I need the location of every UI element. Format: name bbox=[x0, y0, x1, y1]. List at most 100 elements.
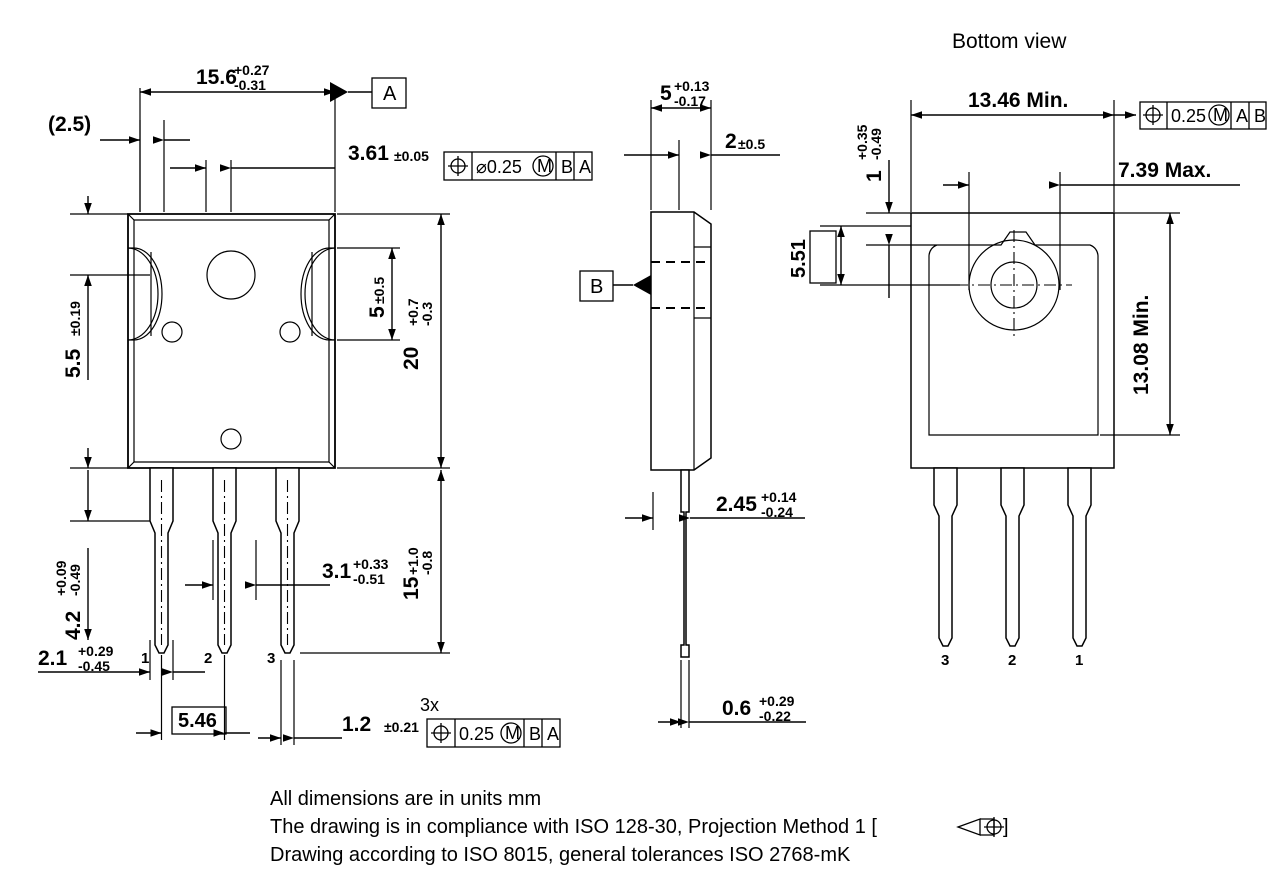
note-tolerance: Drawing according to ISO 8015, general t… bbox=[270, 844, 851, 866]
dim-side-lead-thick-lower-tol-lower: -0.22 bbox=[759, 708, 791, 724]
dim-bottom-edge-top-value: 1 bbox=[863, 170, 886, 182]
fcf-front-pin-offset: ⌀0.25 M B A bbox=[443, 151, 593, 181]
bottom-pin-label-1: 1 bbox=[1075, 652, 1083, 669]
dim-front-notch-height-tol: ±0.5 bbox=[371, 277, 387, 304]
dim-side-lead-thick-upper: 2.45 +0.14 -0.24 bbox=[625, 489, 805, 530]
dim-bottom-edge-top: 1 +0.35 -0.49 bbox=[854, 124, 929, 298]
fcf-leads-value: 0.25 bbox=[459, 724, 494, 744]
dim-bottom-edge-top-tol-lower: -0.49 bbox=[868, 128, 884, 160]
note-standard-end: ] bbox=[1003, 816, 1009, 838]
fcf-front-leads: 0.25 M B A bbox=[426, 718, 561, 748]
front-pin-label-2: 2 bbox=[204, 650, 212, 667]
dim-side-lead-thick-lower-value: 0.6 bbox=[722, 697, 751, 720]
dim-side-offset-tol: ±0.5 bbox=[738, 136, 765, 152]
dim-front-lead-shoulder-tol-lower: -0.49 bbox=[67, 564, 83, 596]
dim-front-lead-length-value: 15 bbox=[400, 576, 423, 600]
fcf-front-datum-2: A bbox=[579, 157, 591, 177]
dim-front-width-tol-upper: +0.27 bbox=[234, 62, 270, 78]
dim-front-lead-base-width-value: 2.1 bbox=[38, 647, 68, 670]
dim-front-body-height-tol-upper: +0.7 bbox=[405, 298, 421, 326]
dim-front-width: 15.6 +0.27 -0.31 A bbox=[139, 62, 407, 212]
dim-bottom-pad-height-value: 13.08 Min. bbox=[1130, 295, 1153, 395]
dim-bottom-edge-left-boxed-value: 5.51 bbox=[788, 239, 810, 278]
bottom-pin-label-3: 3 bbox=[941, 652, 949, 669]
dim-side-lead-thick-lower-tol-upper: +0.29 bbox=[759, 693, 795, 709]
dim-front-lead-shoulder-tol-upper: +0.09 bbox=[53, 560, 69, 596]
dim-front-lead-pitch-mid-tol-lower: -0.51 bbox=[353, 571, 385, 587]
dim-front-top-to-hole-tol: ±0.19 bbox=[67, 301, 83, 336]
dim-side-thickness-value: 5 bbox=[660, 82, 672, 105]
dim-front-lead-shoulder-value: 4.2 bbox=[62, 611, 85, 640]
front-pin-label-3: 3 bbox=[267, 650, 275, 667]
dim-front-notch-height-value: 5 bbox=[366, 306, 389, 318]
fcf-bottom-datum-2: B bbox=[1254, 106, 1266, 126]
fcf-leads-datum-2: A bbox=[547, 724, 559, 744]
dim-front-lead-pitch-mid-value: 3.1 bbox=[322, 560, 352, 583]
dim-bottom-edge-left-boxed: 5.51 bbox=[788, 225, 960, 286]
fcf-front-modifier: M bbox=[537, 156, 552, 176]
dim-front-edge-ref-value: (2.5) bbox=[48, 113, 91, 136]
datum-b-label: B bbox=[590, 276, 603, 298]
dim-front-body-height-value: 20 bbox=[400, 347, 423, 370]
dim-front-lead-shoulder: 4.2 +0.09 -0.49 bbox=[53, 470, 150, 640]
bottom-view-leads bbox=[933, 467, 1092, 647]
dim-bottom-pad-width: 13.46 Min. 0.25 M A B bbox=[910, 89, 1267, 212]
dim-front-lead-base-width: 2.1 +0.29 -0.45 bbox=[38, 640, 205, 680]
fcf-leads-modifier: M bbox=[505, 723, 520, 743]
qty-3x-label: 3x bbox=[420, 695, 439, 715]
dim-front-lead-tip-width-tol: ±0.21 bbox=[384, 719, 419, 735]
dim-front-edge-ref: (2.5) bbox=[48, 113, 190, 212]
dim-front-width-value: 15.6 bbox=[196, 66, 237, 89]
dim-front-lead-length: 15 +1.0 -0.8 bbox=[300, 470, 450, 654]
dim-side-lead-thick-lower: 0.6 +0.29 -0.22 bbox=[658, 660, 806, 728]
dim-front-lead-pitch-boxed-value: 5.46 bbox=[178, 710, 217, 732]
dim-side-thickness: 5 +0.13 -0.17 bbox=[650, 78, 712, 210]
dim-front-body-height-tol-lower: -0.3 bbox=[419, 302, 435, 326]
fcf-bottom-pad: 0.25 M A B bbox=[1114, 101, 1267, 130]
dim-bottom-hole-center: 7.39 Max. bbox=[943, 159, 1240, 290]
dim-front-lead-base-width-tol-lower: -0.45 bbox=[78, 658, 110, 674]
datum-b: B bbox=[579, 270, 651, 302]
dim-front-width-tol-lower: -0.31 bbox=[234, 77, 266, 93]
fcf-bottom-modifier: M bbox=[1213, 105, 1228, 125]
dim-bottom-edge-top-tol-upper: +0.35 bbox=[854, 124, 870, 160]
dim-front-top-to-hole-value: 5.5 bbox=[62, 348, 85, 378]
dim-front-body-height: 20 +0.7 -0.3 bbox=[337, 213, 450, 469]
dim-bottom-hole-center-value: 7.39 Max. bbox=[1118, 159, 1211, 182]
front-view-leads bbox=[149, 467, 300, 654]
dim-front-pin-offset-value: 3.61 bbox=[348, 142, 389, 165]
side-view: B 5 +0.13 -0.17 2 ±0.5 2.45 +0.14 -0.24 bbox=[579, 78, 806, 728]
drawing-notes: All dimensions are in units mm The drawi… bbox=[270, 788, 1009, 866]
dim-front-notch-height: 5 ±0.5 bbox=[337, 247, 400, 341]
bottom-view-body bbox=[910, 212, 1115, 469]
fcf-bottom-datum-1: A bbox=[1236, 106, 1248, 126]
datum-a-label: A bbox=[383, 83, 397, 105]
dim-front-pin-offset: 3.61 ±0.05 ⌀0.25 M B A bbox=[170, 142, 593, 212]
dim-front-lead-tip-width-value: 1.2 bbox=[342, 713, 371, 736]
bottom-view: Bottom view 3 2 1 13.46 Min. bbox=[788, 30, 1267, 669]
dim-side-lead-thick-upper-tol-upper: +0.14 bbox=[761, 489, 797, 505]
dim-front-lead-pitch-mid-tol-upper: +0.33 bbox=[353, 556, 389, 572]
dim-bottom-pad-height: 13.08 Min. bbox=[1100, 212, 1180, 436]
fcf-front-datum-1: B bbox=[561, 157, 573, 177]
dim-bottom-pad-width-value: 13.46 Min. bbox=[968, 89, 1068, 112]
dim-front-lead-length-tol-lower: -0.8 bbox=[419, 551, 435, 575]
fcf-leads-datum-1: B bbox=[529, 724, 541, 744]
dim-front-pin-offset-tol: ±0.05 bbox=[394, 148, 429, 164]
bottom-view-title: Bottom view bbox=[952, 30, 1067, 53]
dim-front-lead-length-tol-upper: +1.0 bbox=[405, 547, 421, 575]
dim-side-thickness-tol-lower: -0.17 bbox=[674, 93, 706, 109]
dim-front-lead-tip-width: 1.2 ±0.21 3x 0.25 M B A bbox=[258, 660, 561, 748]
front-view: 1 2 3 15.6 +0.27 -0.31 A (2.5) bbox=[38, 62, 593, 748]
dim-front-lead-pitch-mid: 3.1 +0.33 -0.51 bbox=[185, 540, 389, 600]
front-view-body bbox=[127, 213, 336, 469]
projection-method-icon bbox=[956, 817, 1004, 837]
dim-front-lead-base-width-tol-upper: +0.29 bbox=[78, 643, 114, 659]
dim-side-lead-thick-upper-tol-lower: -0.24 bbox=[761, 504, 793, 520]
note-units: All dimensions are in units mm bbox=[270, 788, 541, 810]
dim-front-lead-pitch-boxed: 5.46 bbox=[136, 655, 250, 740]
note-standard: The drawing is in compliance with ISO 12… bbox=[270, 816, 877, 838]
fcf-bottom-value: 0.25 bbox=[1171, 106, 1206, 126]
dim-side-offset: 2 ±0.5 bbox=[624, 130, 780, 210]
